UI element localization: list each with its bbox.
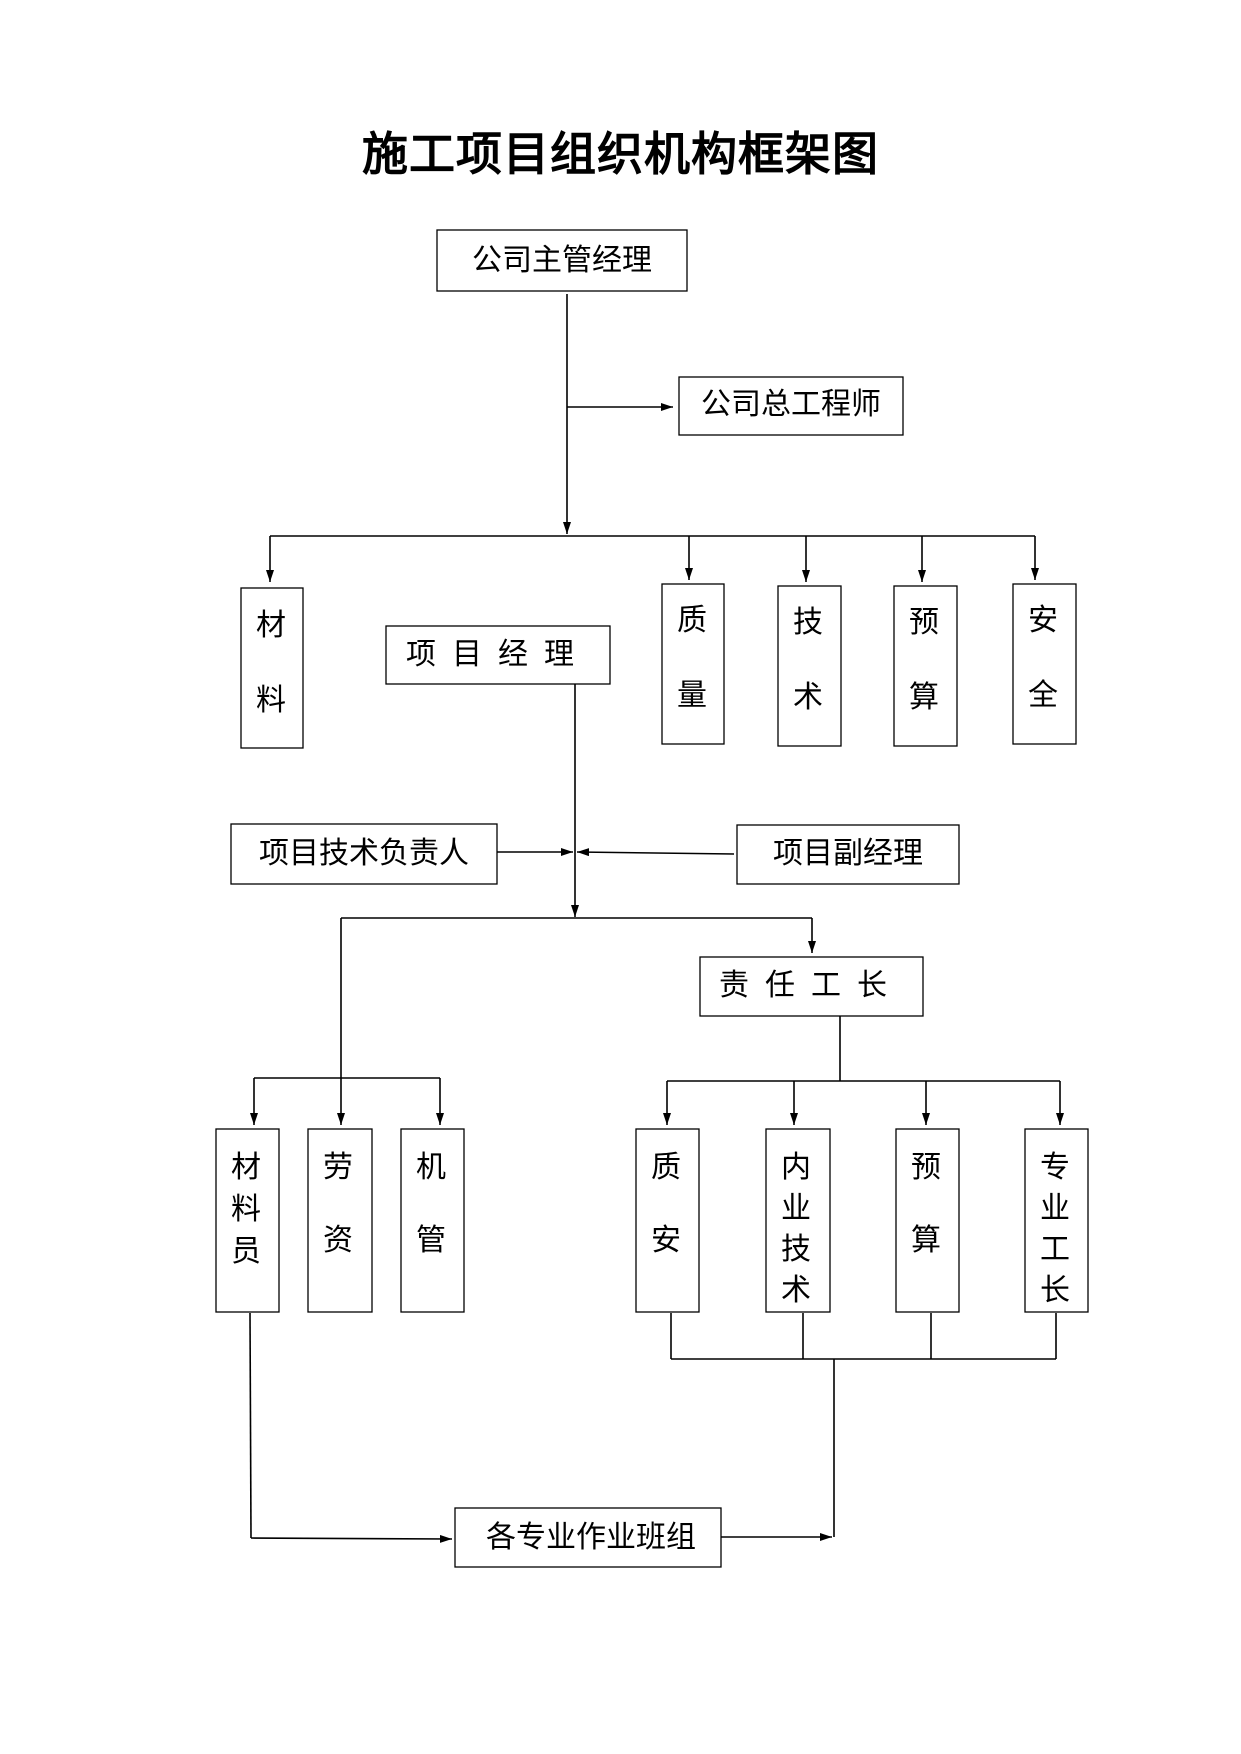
node-label: 材料员: [231, 1150, 261, 1269]
node-label: 预算: [909, 605, 939, 715]
node-label: 劳资: [323, 1150, 353, 1258]
node-materials-clerk: 材料员: [215, 1128, 280, 1313]
node-label: 质量: [677, 603, 707, 713]
node-project-manager: 项目经理: [385, 625, 611, 685]
node-work-teams: 各专业作业班组: [454, 1507, 722, 1568]
node-specialty-foreman: 专业工长: [1024, 1128, 1089, 1313]
node-materials-dept: 材料: [240, 587, 304, 749]
node-label: 项目副经理: [773, 836, 923, 871]
node-machinery: 机管: [400, 1128, 465, 1313]
node-foreman: 责任工长: [699, 956, 924, 1017]
node-label: 内业技术: [781, 1150, 811, 1308]
node-company-manager: 公司主管经理: [436, 229, 688, 292]
node-quality-safety: 质安: [635, 1128, 700, 1313]
node-project-tech-lead: 项目技术负责人: [230, 823, 498, 885]
node-label: 机管: [416, 1150, 446, 1258]
node-label: 材料: [256, 608, 286, 718]
node-label: 公司总工程师: [701, 387, 881, 422]
node-internal-tech: 内业技术: [765, 1128, 831, 1313]
node-label: 专业工长: [1040, 1150, 1070, 1308]
node-technical-dept: 技术: [777, 585, 842, 747]
node-label: 安全: [1028, 603, 1058, 713]
node-deputy-manager: 项目副经理: [736, 824, 960, 885]
node-label: 公司主管经理: [472, 243, 652, 278]
node-budget-dept: 预算: [893, 585, 958, 747]
node-label: 各专业作业班组: [486, 1520, 696, 1555]
node-label: 项目经理: [406, 637, 590, 672]
node-label: 预算: [911, 1150, 941, 1258]
node-label: 责任工长: [719, 968, 903, 1003]
node-label: 技术: [793, 605, 823, 715]
page-title: 施工项目组织机构框架图: [362, 127, 879, 181]
node-chief-engineer: 公司总工程师: [678, 376, 904, 436]
node-labor: 劳资: [307, 1128, 373, 1313]
node-budget-staff: 预算: [895, 1128, 960, 1313]
node-label: 项目技术负责人: [259, 836, 469, 871]
node-label: 质安: [651, 1150, 681, 1258]
connectors: [249, 294, 1064, 1543]
node-safety-dept: 安全: [1012, 583, 1077, 745]
node-quality-dept: 质量: [661, 583, 725, 745]
